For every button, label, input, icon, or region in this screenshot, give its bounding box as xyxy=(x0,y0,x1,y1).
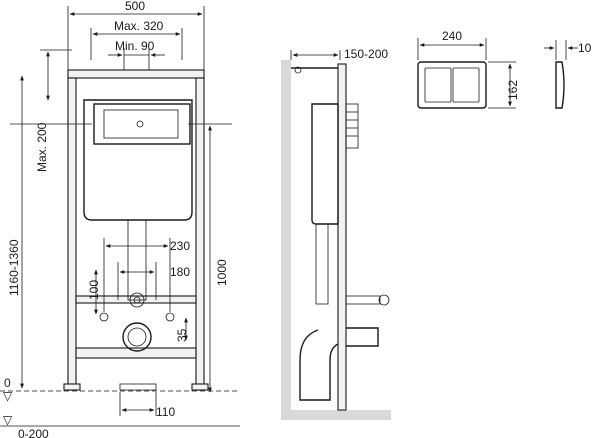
frame-left-post xyxy=(67,77,77,391)
water-inlet-inner xyxy=(133,296,141,304)
level-zero-symbol: ▽ xyxy=(3,389,13,403)
dim-max-320: Max. 320 xyxy=(114,19,164,33)
opening-inner xyxy=(103,109,179,139)
cistern xyxy=(83,99,193,221)
dim-max-200: Max. 200 xyxy=(35,122,49,172)
side-inlet-cap xyxy=(378,294,390,306)
dim-35: 35 xyxy=(175,328,189,342)
frame-right-post xyxy=(195,77,205,391)
frame-foot-right xyxy=(191,383,209,391)
water-inlet xyxy=(129,292,145,308)
dim-180: 180 xyxy=(170,265,190,279)
drain-outlet-inner xyxy=(127,327,147,347)
flush-pipe xyxy=(127,219,147,301)
dim-162: 162 xyxy=(506,80,520,100)
drain-elbow xyxy=(299,329,339,401)
mount-hole-left xyxy=(99,312,109,322)
floor-symbol: ▽ xyxy=(3,413,13,427)
dim-110: 110 xyxy=(156,405,175,419)
plate-profile xyxy=(555,61,565,109)
dim-10: 10 xyxy=(578,41,592,55)
side-view: 150-200 xyxy=(281,47,391,420)
dim-min-90: Min. 90 xyxy=(115,39,155,53)
level-zero: 0 xyxy=(4,376,11,390)
flush-plate xyxy=(417,61,487,109)
side-flush-pipe xyxy=(315,223,329,305)
floor xyxy=(281,410,391,420)
wall xyxy=(281,60,291,420)
flush-plate-view: 240 162 10 xyxy=(417,29,592,109)
dim-240: 240 xyxy=(442,29,462,43)
mount-hole-right xyxy=(165,312,175,322)
side-inlet-stub xyxy=(345,295,381,305)
opening-center-mark xyxy=(136,120,144,128)
level-floor: 0-200 xyxy=(18,427,49,438)
bracket-bolt xyxy=(294,66,302,74)
frame-top-bar xyxy=(67,69,205,79)
front-view: 500 Max. 320 Min. 90 xyxy=(0,0,240,438)
side-flush-box xyxy=(345,103,359,149)
side-frame-post xyxy=(337,63,347,411)
drain-outlet xyxy=(122,322,152,352)
dim-150-200: 150-200 xyxy=(344,47,388,61)
flush-button-left xyxy=(424,67,452,103)
frame-lower-bar xyxy=(75,347,197,359)
side-outlet xyxy=(346,327,379,347)
side-cistern xyxy=(311,103,339,225)
dim-230: 230 xyxy=(170,239,190,253)
frame-foot-left xyxy=(63,383,81,391)
flush-button-right xyxy=(452,67,480,103)
drain-base xyxy=(119,383,157,391)
dim-1160-1360: 1160-1360 xyxy=(7,239,21,296)
dim-100: 100 xyxy=(87,280,101,300)
dim-1000: 1000 xyxy=(215,259,229,286)
dim-500: 500 xyxy=(125,0,145,13)
